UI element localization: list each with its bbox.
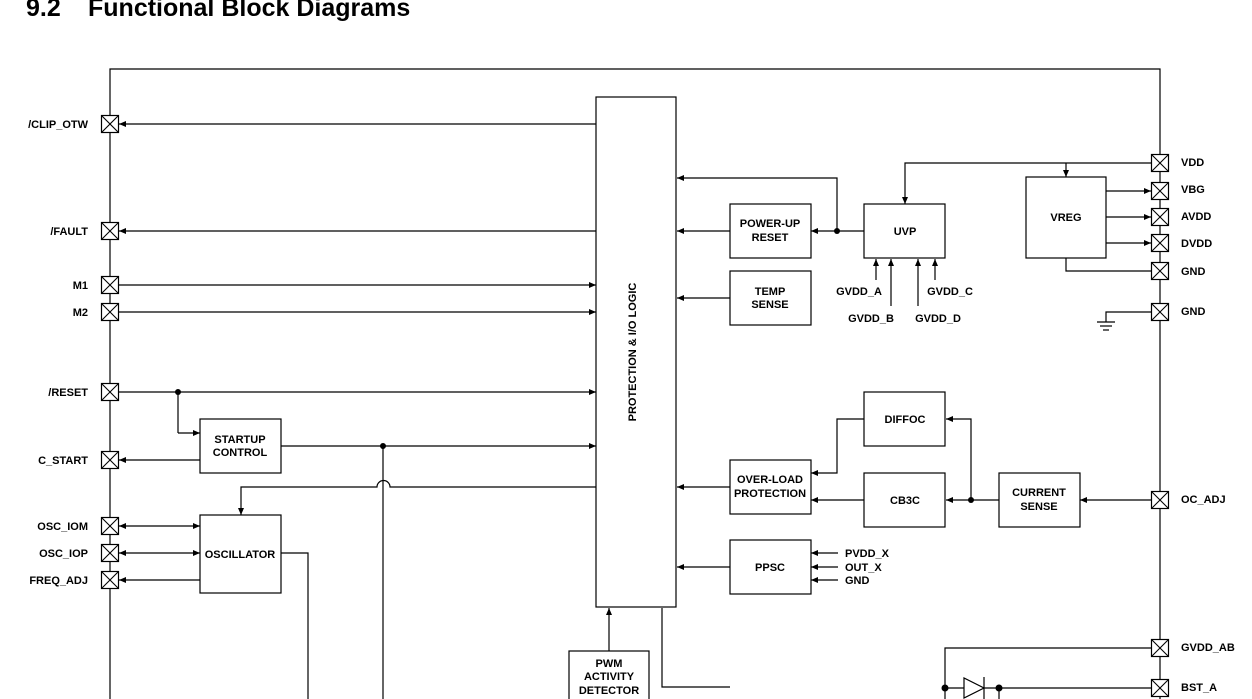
uvp-input-gvdd-b: GVDD_B	[848, 313, 894, 325]
current-sense-label-line1: CURRENT	[1012, 487, 1066, 499]
pin-terminal-left-8	[100, 570, 120, 590]
pin-terminal-right-7	[1150, 638, 1170, 658]
pin-label-gnd-1: GND	[1181, 266, 1206, 278]
pin-label-oc-adj: OC_ADJ	[1181, 494, 1226, 506]
pwm-activity-detector-label-line2: ACTIVITY	[584, 671, 635, 683]
pin-terminal-left-3	[100, 302, 120, 322]
pin-terminal-right-3	[1150, 233, 1170, 253]
pin-label-gvdd-ab: GVDD_AB	[1181, 642, 1235, 654]
uvp-label: UVP	[894, 226, 917, 238]
vreg-block	[1025, 176, 1107, 259]
current-sense-label-line2: SENSE	[1020, 501, 1057, 513]
pin-terminal-left-4	[100, 382, 120, 402]
startup-control-label-line2: CONTROL	[213, 447, 268, 459]
oscillator-block	[199, 514, 282, 594]
pin-terminal-left-6	[100, 516, 120, 536]
pwm-activity-detector-block	[568, 650, 650, 699]
pin-label-c-start: C_START	[38, 455, 88, 467]
left-side-wiring	[119, 121, 596, 699]
startup-control-block	[199, 418, 282, 474]
vreg-label: VREG	[1050, 212, 1081, 224]
startup-control-label-line1: STARTUP	[214, 434, 265, 446]
temp-sense-label-line2: SENSE	[751, 299, 788, 311]
pin-terminal-left-7	[100, 543, 120, 563]
pin-label-avdd: AVDD	[1181, 211, 1211, 223]
left-pin-labels: /CLIP_OTW /FAULT M1 M2 /RESET C_START OS…	[28, 119, 89, 587]
ppsc-block	[729, 539, 812, 595]
pin-label-freq-adj: FREQ_ADJ	[29, 575, 88, 587]
uvp-input-gvdd-d: GVDD_D	[915, 313, 961, 325]
pin-terminal-right-5	[1150, 302, 1170, 322]
diffoc-block	[863, 391, 946, 447]
diffoc-label: DIFFOC	[885, 414, 926, 426]
pin-label-reset: /RESET	[48, 387, 88, 399]
pin-terminal-right-0	[1150, 153, 1170, 173]
power-up-reset-label-line1: POWER-UP	[740, 218, 801, 230]
pin-label-osc-iop: OSC_IOP	[39, 548, 88, 560]
over-load-protection-label-line2: PROTECTION	[734, 488, 806, 500]
ppsc-input-pvdd-x: PVDD_X	[845, 548, 890, 560]
pin-terminal-right-6	[1150, 490, 1170, 510]
section-number: 9.2	[26, 0, 61, 22]
uvp-input-gvdd-c: GVDD_C	[927, 286, 973, 298]
pin-terminal-left-0	[100, 114, 120, 134]
pin-label-m2: M2	[73, 307, 88, 319]
ppsc-label: PPSC	[755, 562, 785, 574]
over-load-protection-label-line1: OVER-LOAD	[737, 474, 803, 486]
pin-label-m1: M1	[73, 280, 88, 292]
uvp-input-gvdd-a: GVDD_A	[836, 286, 882, 298]
cb3c-block	[863, 472, 946, 528]
pin-terminal-right-8	[1150, 678, 1170, 698]
protection-io-logic-block	[595, 96, 677, 608]
right-side-wiring	[606, 162, 1151, 699]
pin-terminal-right-1	[1150, 181, 1170, 201]
temp-sense-block	[729, 270, 812, 326]
pin-label-dvdd: DVDD	[1181, 238, 1212, 250]
pin-label-vbg: VBG	[1181, 184, 1205, 196]
ppsc-input-gnd: GND	[845, 575, 870, 587]
pin-label-vdd: VDD	[1181, 157, 1204, 169]
pin-terminal-right-4	[1150, 261, 1170, 281]
pin-terminal-right-2	[1150, 207, 1170, 227]
pin-terminals	[100, 114, 1170, 698]
section-heading: 9.2 Functional Block Diagrams	[26, 0, 410, 23]
pin-label-fault: /FAULT	[50, 226, 88, 238]
section-title: Functional Block Diagrams	[88, 0, 411, 22]
pwm-activity-detector-label-line3: DETECTOR	[579, 685, 639, 697]
pin-label-clip-otw: /CLIP_OTW	[28, 119, 89, 131]
pin-label-osc-iom: OSC_IOM	[37, 521, 88, 533]
pin-label-bst-a: BST_A	[1181, 682, 1217, 694]
pwm-activity-detector-label-line1: PWM	[596, 658, 623, 670]
over-load-protection-block	[729, 459, 812, 515]
pin-terminal-left-2	[100, 275, 120, 295]
temp-sense-label-line1: TEMP	[755, 286, 786, 298]
current-sense-block	[998, 472, 1081, 528]
power-up-reset-label-line2: RESET	[752, 232, 789, 244]
protection-io-logic-label: PROTECTION & I/O LOGIC	[627, 283, 639, 422]
power-up-reset-block	[729, 203, 812, 259]
pin-terminal-left-5	[100, 450, 120, 470]
pin-terminal-left-1	[100, 221, 120, 241]
cb3c-label: CB3C	[890, 495, 920, 507]
uvp-block	[863, 203, 946, 259]
right-pin-labels: VDD VBG AVDD DVDD GND GND OC_ADJ GVDD_AB…	[1181, 157, 1235, 694]
ppsc-input-out-x: OUT_X	[845, 562, 882, 574]
pin-label-gnd-2: GND	[1181, 306, 1206, 318]
diode-icon	[963, 677, 986, 699]
oscillator-label: OSCILLATOR	[205, 549, 276, 561]
